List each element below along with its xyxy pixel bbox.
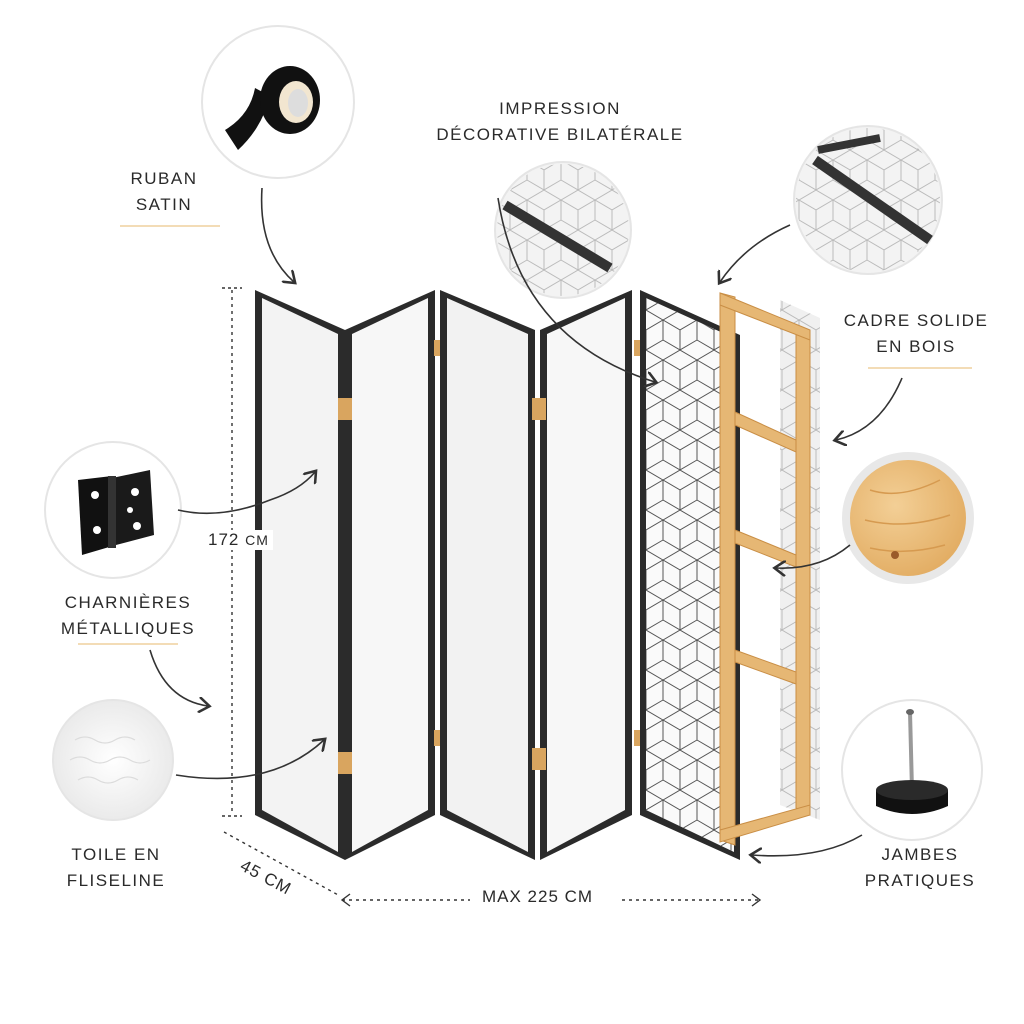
- height-unit: CM: [245, 532, 269, 548]
- label-line: IMPRESSION: [499, 99, 621, 118]
- panel-2-canvas: [352, 298, 428, 852]
- hinge: [634, 340, 640, 356]
- height-dimension-label: 172 CM: [204, 530, 273, 550]
- hinge: [434, 340, 440, 356]
- label-line: FLISELINE: [66, 871, 166, 890]
- callout-arrows: [149, 187, 903, 856]
- height-dimension-line: [222, 287, 242, 817]
- hinge: [532, 748, 546, 770]
- hinge: [338, 752, 352, 774]
- width-dimension-label: MAX 225 CM: [482, 887, 594, 906]
- hinge: [634, 730, 640, 746]
- wood-grain-icon: [842, 452, 974, 584]
- label-line: TOILE EN: [71, 845, 161, 864]
- exploded-frame: [719, 292, 820, 846]
- wood-frame: [719, 292, 811, 846]
- panel-3-canvas: [447, 298, 528, 852]
- label-toile: TOILE EN FLISELINE: [48, 842, 184, 894]
- pattern-closeup-icon: [494, 161, 632, 299]
- leg-foot-icon: [841, 699, 983, 841]
- hinge: [532, 398, 546, 420]
- panel-5-pattern: [646, 298, 734, 852]
- width-dimension-line: [340, 893, 762, 907]
- label-line: RUBAN: [130, 169, 198, 188]
- label-line: JAMBES: [881, 845, 959, 864]
- label-line: MÉTALLIQUES: [60, 619, 196, 638]
- hinge: [434, 730, 440, 746]
- label-jambes: JAMBES PRATIQUES: [852, 842, 988, 894]
- label-line: CHARNIÈRES: [64, 593, 192, 612]
- depth-dimension-line: [223, 831, 341, 897]
- label-cadre-solide: CADRE SOLIDE EN BOIS: [828, 308, 1004, 360]
- label-charnieres: CHARNIÈRES MÉTALLIQUES: [40, 590, 216, 642]
- fabric-texture-icon: [52, 699, 174, 821]
- label-line: DÉCORATIVE BILATÉRALE: [436, 125, 684, 144]
- label-impression: IMPRESSION DÉCORATIVE BILATÉRALE: [400, 96, 720, 148]
- label-line: EN BOIS: [876, 337, 956, 356]
- tape-roll-icon: [201, 25, 355, 179]
- panel-1-canvas: [262, 298, 338, 852]
- panel-4-canvas: [547, 298, 625, 852]
- folding-screen: [255, 290, 740, 860]
- label-line: PRATIQUES: [864, 871, 976, 890]
- label-line: CADRE SOLIDE: [843, 311, 989, 330]
- label-line: SATIN: [135, 195, 193, 214]
- label-ruban-satin: RUBAN SATIN: [112, 166, 216, 218]
- metal-hinge-icon: [44, 441, 182, 579]
- frame-closeup-icon: [793, 125, 943, 275]
- hinge: [338, 398, 352, 420]
- height-value: 172: [208, 530, 240, 549]
